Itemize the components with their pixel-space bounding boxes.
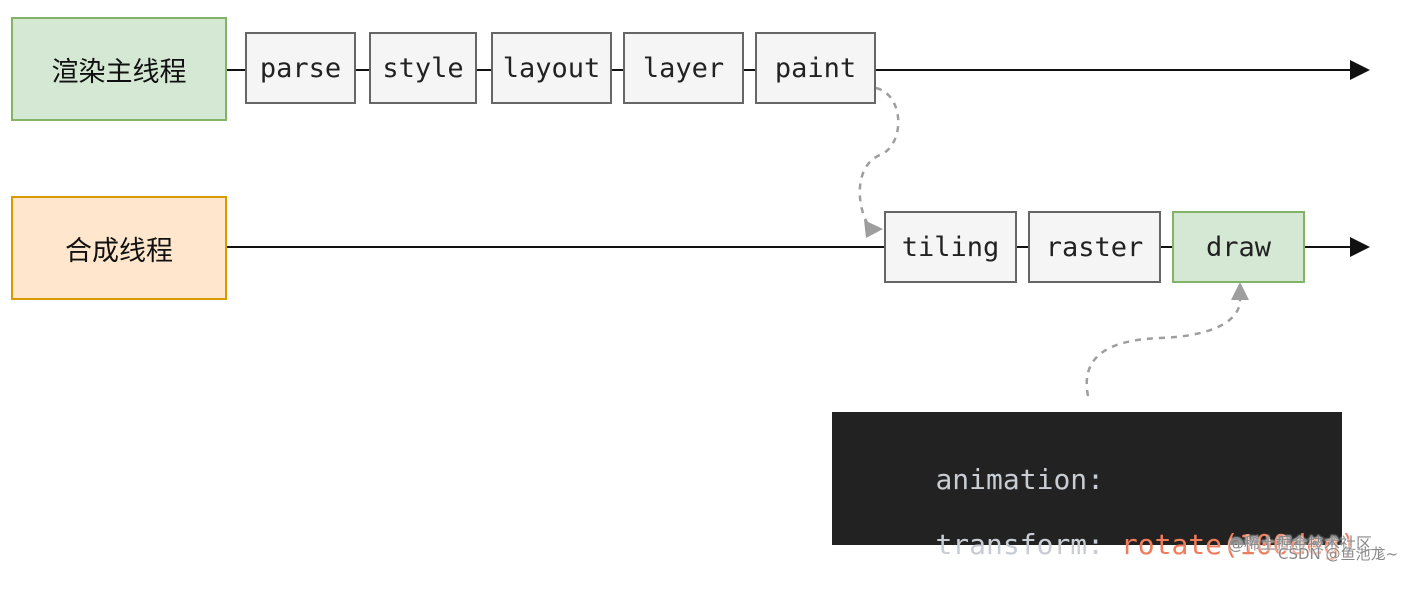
- code-animation-key: animation:: [935, 463, 1105, 496]
- code-transform-key: transform:: [935, 528, 1105, 561]
- step-parse: parse: [245, 32, 356, 104]
- step-tiling-label: tiling: [901, 231, 1000, 263]
- step-style: style: [369, 32, 477, 104]
- paint-to-tiling-connector: [858, 86, 900, 229]
- compositor-thread-arrowhead: [1350, 237, 1370, 257]
- code-snippet: animation: transform: rotate(100deg): [832, 412, 1357, 561]
- draw-arrowhead: [1231, 282, 1249, 300]
- step-layout-label: layout: [502, 52, 601, 84]
- code-to-draw-connector: [1085, 299, 1242, 397]
- step-raster: raster: [1028, 211, 1161, 283]
- step-draw-label: draw: [1205, 231, 1272, 263]
- step-raster-label: raster: [1045, 231, 1144, 263]
- step-layer-label: layer: [642, 52, 725, 84]
- main-thread-label: 渲染主线程: [51, 56, 187, 88]
- step-paint: paint: [755, 32, 876, 104]
- tiling-arrowhead: [864, 220, 883, 238]
- compositor-thread-timeline: [227, 246, 1352, 248]
- step-tiling: tiling: [884, 211, 1017, 283]
- dashed-connectors: [858, 86, 1249, 397]
- main-thread-arrowhead: [1350, 60, 1370, 80]
- step-paint-label: paint: [774, 52, 857, 84]
- compositor-thread-box: 合成线程: [11, 196, 227, 300]
- watermark-csdn: CSDN @鱼池尨~: [1278, 545, 1399, 563]
- code-transform-value: rotate(100deg): [1120, 528, 1357, 561]
- watermark-juejin: @稀土掘金技术社区: [1228, 534, 1373, 553]
- step-style-label: style: [382, 52, 464, 84]
- step-layout: layout: [491, 32, 612, 104]
- step-draw: draw: [1172, 211, 1305, 283]
- compositor-thread-label: 合成线程: [65, 235, 173, 267]
- code-line-animation: animation:: [868, 430, 1104, 529]
- code-line-transform: transform: rotate(100deg): [868, 495, 1357, 594]
- step-parse-label: parse: [259, 52, 342, 84]
- step-layer: layer: [623, 32, 744, 104]
- main-thread-box: 渲染主线程: [11, 17, 227, 121]
